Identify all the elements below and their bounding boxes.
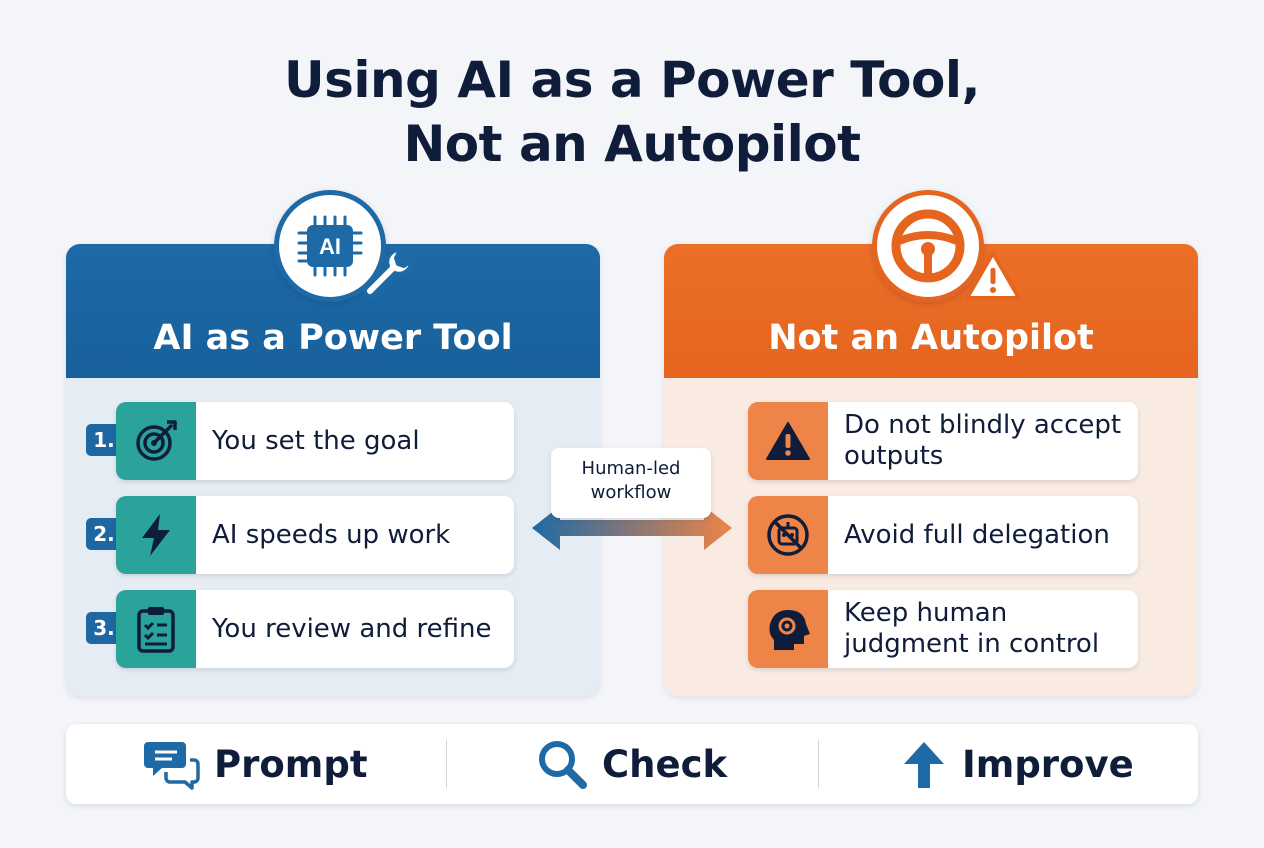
- double-arrow-icon: [532, 506, 732, 550]
- check-label: Check: [602, 742, 728, 786]
- action-bar: Prompt Check Improve: [66, 724, 1198, 804]
- magnifier-icon: [539, 741, 587, 789]
- autopilot-item: Avoid full delegation: [748, 496, 1138, 574]
- warning-triangle-icon: [965, 251, 1021, 300]
- power-tool-panel-title: AI as a Power Tool: [153, 318, 513, 358]
- autopilot-item: Do not blindly accept outputs: [748, 402, 1138, 480]
- improve-label: Improve: [962, 742, 1134, 786]
- divider: [446, 740, 447, 788]
- workflow-label: Human-led workflow: [551, 448, 711, 518]
- arrow-up-icon: [904, 742, 944, 788]
- workflow-label-line-2: workflow: [590, 482, 672, 503]
- chat-bubbles-icon: [144, 742, 200, 790]
- target-icon: [116, 402, 196, 480]
- autopilot-item-text: Do not blindly accept outputs: [844, 410, 1122, 471]
- ai-chip-wrench-icon: AI: [274, 190, 386, 302]
- steering-wheel-icon: [872, 190, 984, 302]
- autopilot-item-text: Avoid full delegation: [844, 519, 1110, 550]
- power-tool-item: You review and refine: [116, 590, 514, 668]
- page-title: Using AI as a Power Tool, Not an Autopil…: [0, 48, 1264, 176]
- check-item: Check: [536, 724, 727, 804]
- divider: [818, 740, 819, 788]
- power-tool-item-text: You review and refine: [212, 613, 492, 644]
- wrench-icon: [363, 248, 413, 298]
- prompt-label: Prompt: [214, 742, 368, 786]
- power-tool-item-text: You set the goal: [212, 425, 420, 456]
- autopilot-item: Keep human judgment in control: [748, 590, 1138, 668]
- workflow-label-line-1: Human-led: [581, 458, 681, 479]
- improve-item: Improve: [900, 724, 1134, 804]
- autopilot-item-text: Keep human judgment in control: [844, 598, 1100, 659]
- power-tool-item-text: AI speeds up work: [212, 519, 451, 550]
- title-line-2: Not an Autopilot: [403, 115, 861, 173]
- head-gear-icon: [748, 590, 828, 668]
- checklist-icon: [116, 590, 196, 668]
- lightning-icon: [116, 496, 196, 574]
- autopilot-panel-title: Not an Autopilot: [768, 318, 1094, 358]
- title-line-1: Using AI as a Power Tool,: [283, 51, 981, 109]
- warning-icon: [748, 402, 828, 480]
- no-robot-icon: [748, 496, 828, 574]
- ai-chip-label: AI: [319, 234, 341, 259]
- prompt-item: Prompt: [144, 724, 368, 804]
- power-tool-item: AI speeds up work: [116, 496, 514, 574]
- power-tool-item: You set the goal: [116, 402, 514, 480]
